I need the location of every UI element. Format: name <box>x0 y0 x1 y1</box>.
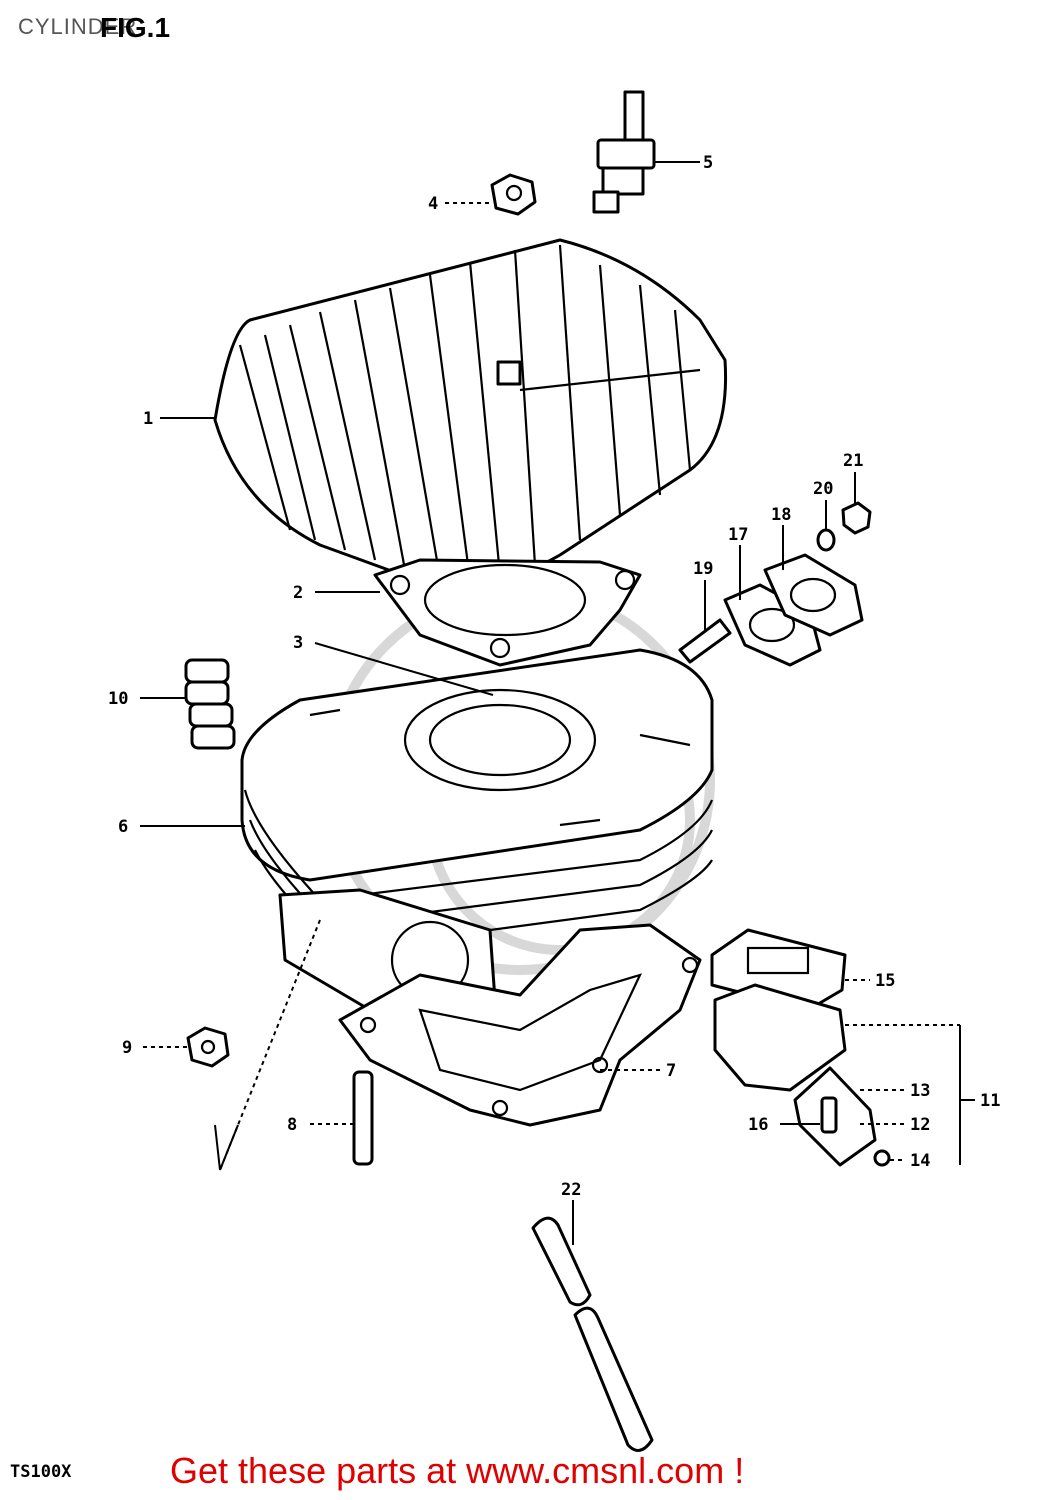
callout-17: 17 <box>728 525 748 545</box>
callout-21: 21 <box>843 451 863 471</box>
section-title: CYLINDER <box>18 14 138 39</box>
callout-14: 14 <box>910 1151 930 1171</box>
callout-22: 22 <box>561 1180 581 1200</box>
callout-3: 3 <box>293 633 303 653</box>
callout-18: 18 <box>771 505 791 525</box>
intake-nut-part[interactable] <box>841 501 872 535</box>
intake-stud-part[interactable] <box>678 618 732 664</box>
breather-hose-part[interactable] <box>531 1216 654 1452</box>
callout-19: 19 <box>693 559 713 579</box>
callout-2: 2 <box>293 583 303 603</box>
cylinder-head-gasket-part[interactable] <box>373 558 642 667</box>
cylinder-head-part[interactable] <box>213 238 728 588</box>
figure-label: FIG.1 <box>100 12 171 43</box>
callout-9: 9 <box>122 1038 132 1058</box>
intake-pipe-part[interactable] <box>763 553 864 637</box>
callout-8: 8 <box>287 1115 297 1135</box>
reed-valve-assembly-part[interactable] <box>713 983 847 1092</box>
cylinder-block-part[interactable] <box>240 648 714 1012</box>
cylinder-damper-rubber-part[interactable] <box>184 658 236 750</box>
callout-6: 6 <box>118 817 128 837</box>
cylinder-base-stud-part[interactable] <box>352 1070 374 1166</box>
callout-11: 11 <box>980 1091 1000 1111</box>
spark-plug-part[interactable] <box>592 90 656 214</box>
cylinder-head-nut-part[interactable] <box>490 173 537 216</box>
callout-1: 1 <box>143 409 153 429</box>
callout-10: 10 <box>108 689 128 709</box>
footer-shop-link[interactable]: Get these parts at www.cmsnl.com ! <box>170 1450 745 1491</box>
callout-7: 7 <box>666 1061 676 1081</box>
callout-12: 12 <box>910 1115 930 1135</box>
intake-washer-part[interactable] <box>816 528 836 552</box>
callout-labels: 1 2 3 4 5 6 7 8 9 10 11 12 13 14 15 16 1… <box>108 153 1000 1200</box>
model-code: TS100X <box>10 1462 72 1482</box>
callout-16: 16 <box>748 1115 768 1135</box>
cylinder-base-gasket-part[interactable] <box>338 923 702 1127</box>
callout-13: 13 <box>910 1081 930 1101</box>
callout-15: 15 <box>875 971 895 991</box>
reed-valve-washer-part[interactable] <box>873 1149 891 1167</box>
reed-valve-screw-part[interactable] <box>820 1096 838 1134</box>
leader-lines <box>140 161 975 1245</box>
callout-5: 5 <box>703 153 713 173</box>
cylinder-base-nut-part[interactable] <box>186 1026 230 1068</box>
callout-20: 20 <box>813 479 833 499</box>
callout-4: 4 <box>428 194 438 214</box>
